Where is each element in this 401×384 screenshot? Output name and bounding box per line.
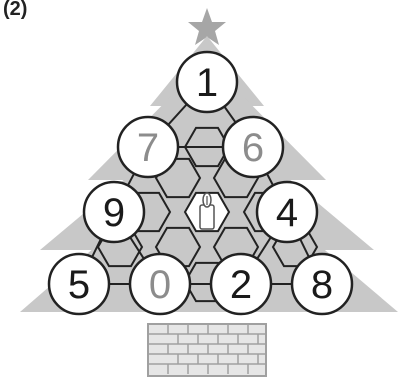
problem-label: (2) bbox=[3, 0, 27, 21]
circle-digit: 9 bbox=[103, 191, 125, 235]
number-circle-row2-left: 7 bbox=[118, 117, 178, 177]
number-circle-bottom-4: 8 bbox=[292, 254, 352, 314]
number-circle-row3-left: 9 bbox=[84, 182, 144, 242]
number-circle-top: 1 bbox=[177, 52, 237, 112]
circle-digit: 0 bbox=[149, 263, 171, 307]
number-circle-bottom-2: 0 bbox=[130, 254, 190, 314]
number-circle-row2-right: 6 bbox=[223, 117, 283, 177]
circle-digit: 2 bbox=[230, 263, 252, 307]
circle-digit: 8 bbox=[311, 263, 333, 307]
number-circle-bottom-3: 2 bbox=[211, 254, 271, 314]
tree-pot bbox=[148, 324, 266, 376]
number-circle-bottom-1: 5 bbox=[49, 254, 109, 314]
circle-digit: 7 bbox=[137, 126, 159, 170]
number-circle-row3-right: 4 bbox=[257, 182, 317, 242]
circle-digit: 5 bbox=[68, 263, 90, 307]
circle-digit: 1 bbox=[196, 61, 218, 105]
circle-digit: 6 bbox=[242, 126, 264, 170]
circle-digit: 4 bbox=[276, 191, 298, 235]
